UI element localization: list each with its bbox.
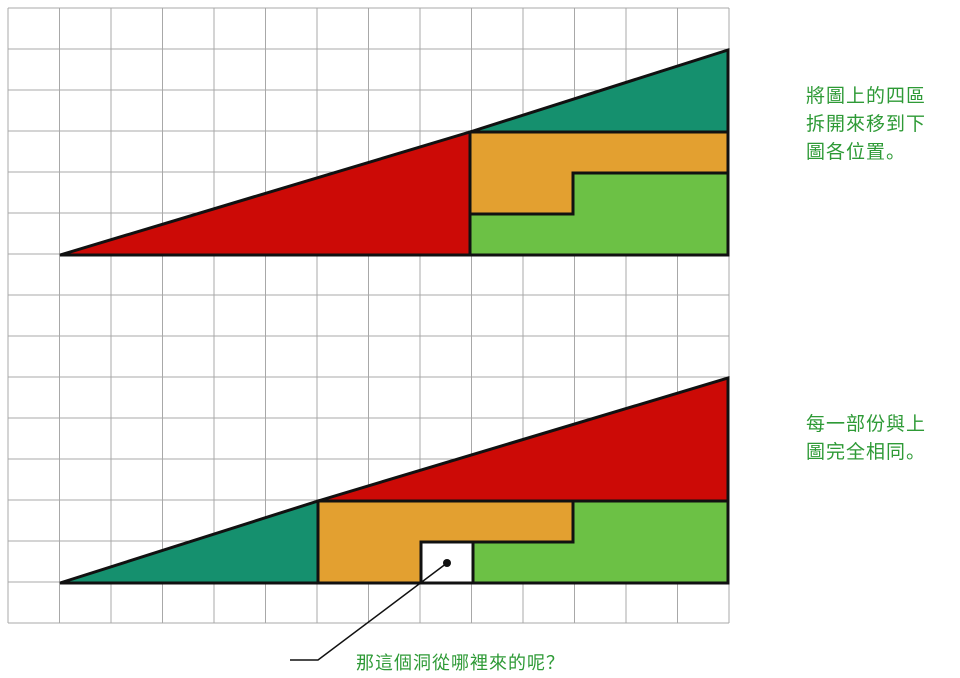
statement-line-2: 圖完全相同。 [806,441,927,463]
instruction-note: 將圖上的四區 拆開來移到下 圖各位置。 [806,82,926,166]
question-note: 那這個洞從哪裡來的呢？ [356,653,565,674]
hole-pointer [290,559,451,661]
teal-triangle-bottom [59,498,320,585]
bottom-figure [59,375,730,585]
statement-note: 每一部份與上 圖完全相同。 [806,410,926,466]
green-piece-top [468,171,730,257]
hole-pointer-line [290,562,448,661]
top-figure [59,47,730,257]
instruction-line-2: 拆開來移到下 [806,113,927,135]
instruction-line-1: 將圖上的四區 [806,85,927,107]
instruction-line-3: 圖各位置。 [806,141,907,163]
teal-triangle-top [469,47,730,134]
statement-line-1: 每一部份與上 [806,413,927,435]
